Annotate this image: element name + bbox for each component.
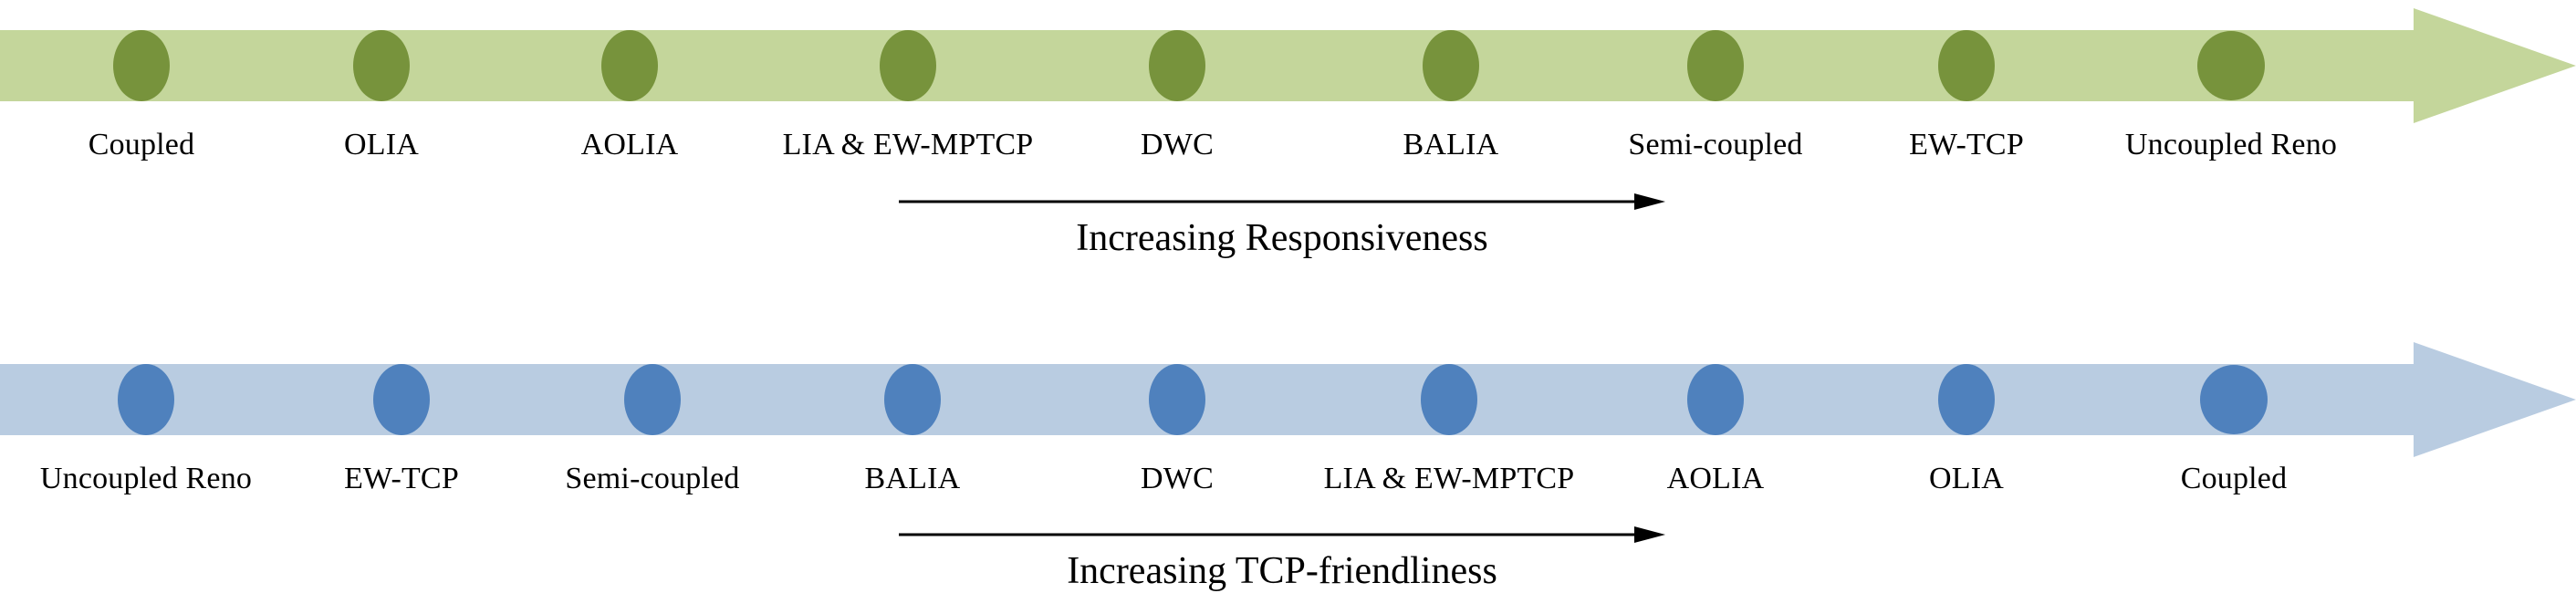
node-label: DWC (1141, 462, 1214, 495)
node-marker[interactable] (1421, 364, 1477, 435)
node-marker[interactable] (1423, 30, 1479, 101)
node-marker[interactable] (353, 30, 410, 101)
node-marker[interactable] (118, 364, 174, 435)
node-label: BALIA (1403, 128, 1499, 161)
node-label: OLIA (344, 128, 419, 161)
node-label: EW-TCP (1909, 128, 2024, 161)
tcp-friendliness-caption: Increasing TCP-friendliness (1067, 550, 1497, 592)
node-marker[interactable] (880, 30, 936, 101)
node-marker[interactable] (1149, 364, 1205, 435)
node-label: AOLIA (580, 128, 679, 161)
node-marker[interactable] (884, 364, 941, 435)
node-marker[interactable] (1149, 30, 1205, 101)
node-label: OLIA (1929, 462, 2004, 495)
tcp-friendliness-direction-arrow (899, 525, 1665, 545)
node-marker[interactable] (601, 30, 658, 101)
node-marker[interactable] (2197, 31, 2265, 100)
node-label: LIA & EW-MPTCP (782, 128, 1034, 161)
node-marker[interactable] (1687, 30, 1744, 101)
node-label: BALIA (864, 462, 961, 495)
direction-arrow-shape (899, 526, 1665, 543)
node-label: Semi-coupled (1628, 128, 1803, 161)
node-label: DWC (1141, 128, 1214, 161)
node-marker[interactable] (1938, 30, 1995, 101)
responsiveness-direction-arrow (899, 192, 1665, 212)
node-marker[interactable] (373, 364, 430, 435)
node-marker[interactable] (624, 364, 681, 435)
responsiveness-caption: Increasing Responsiveness (1076, 217, 1488, 259)
node-label: EW-TCP (344, 462, 459, 495)
node-marker[interactable] (1938, 364, 1995, 435)
node-label: Coupled (2180, 462, 2288, 495)
direction-arrow-shape (899, 193, 1665, 210)
node-marker[interactable] (2200, 365, 2268, 434)
node-label: Coupled (88, 128, 195, 161)
node-label: Uncoupled Reno (2124, 128, 2338, 161)
node-label: LIA & EW-MPTCP (1323, 462, 1575, 495)
node-label: AOLIA (1666, 462, 1765, 495)
node-label: Uncoupled Reno (39, 462, 253, 495)
node-marker[interactable] (113, 30, 170, 101)
node-marker[interactable] (1687, 364, 1744, 435)
node-label: Semi-coupled (565, 462, 740, 495)
